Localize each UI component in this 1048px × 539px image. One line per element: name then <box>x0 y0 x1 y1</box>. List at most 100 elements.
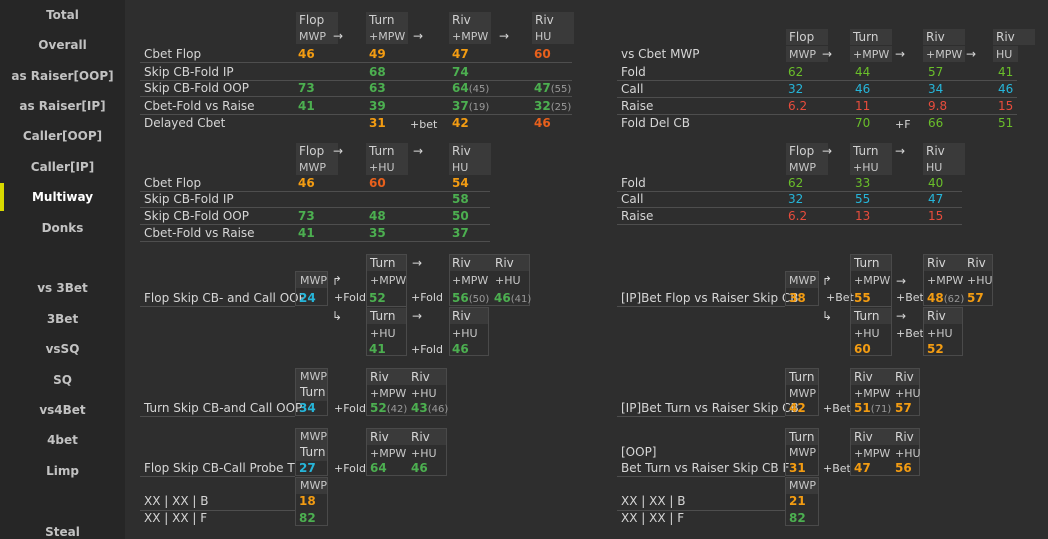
arrow-icon: → <box>333 144 344 158</box>
stat-value: 82 <box>789 511 806 525</box>
sub-header-label: +HU <box>895 447 921 460</box>
arrow-icon: → <box>822 144 833 158</box>
sub-header-label: MWP <box>789 446 817 459</box>
stat-value: 60 <box>534 47 551 61</box>
column-header <box>296 385 327 401</box>
stat-box <box>366 368 447 416</box>
sidebar-item-4bet[interactable]: 4bet <box>47 433 78 447</box>
sub-header-label: HU <box>996 48 1013 61</box>
stat-value: 27 <box>299 461 316 475</box>
arrow-icon: ↳ <box>822 309 833 323</box>
stat-value: 57 <box>928 65 944 79</box>
sub-header-label: +MPW <box>853 48 890 61</box>
sidebar-item-donks[interactable]: Donks <box>41 221 84 235</box>
stat-value: 47 <box>452 47 469 61</box>
stat-box <box>850 254 892 356</box>
column-header <box>367 308 406 324</box>
sub-header-label: MWP <box>299 161 327 174</box>
sub-header-label: +MPW <box>370 274 407 287</box>
stat-value: 37(19) <box>452 99 490 113</box>
column-header-label: Riv <box>411 370 430 384</box>
modifier-label: +Bet <box>823 402 851 415</box>
column-header <box>786 143 828 159</box>
sidebar-item-vs-3bet[interactable]: vs 3Bet <box>37 281 88 295</box>
row-label: Cbet-Fold vs Raise <box>144 99 255 113</box>
sidebar-item-sq[interactable]: SQ <box>53 373 72 387</box>
sidebar-item-overall[interactable]: Overall <box>38 38 87 52</box>
stat-value: 34 <box>928 82 944 96</box>
arrow-icon: → <box>896 274 907 288</box>
row-label: Fold <box>621 65 646 79</box>
sidebar-item-total[interactable]: Total <box>46 8 79 22</box>
sub-header-label: +HU <box>370 327 396 340</box>
stat-value: 11 <box>855 99 871 113</box>
stat-value: 51 <box>998 116 1014 130</box>
column-header <box>449 28 491 44</box>
column-header <box>366 143 408 159</box>
column-header-label: Riv <box>854 370 873 384</box>
sub-header-label: +MPW <box>452 30 489 43</box>
sub-header-label: MWP <box>789 479 817 492</box>
sub-header-label: +HU <box>452 327 478 340</box>
row-divider <box>140 96 572 97</box>
column-header-label: Riv <box>996 30 1015 44</box>
column-header <box>923 29 965 45</box>
row-label: Bet Turn vs Raiser Skip CB F <box>621 461 790 475</box>
stat-value: 44 <box>855 65 871 79</box>
column-header <box>366 28 408 44</box>
row-divider <box>140 207 490 208</box>
sidebar-item-steal[interactable]: Steal <box>45 525 80 539</box>
column-header <box>786 46 828 62</box>
sidebar-item-limp[interactable]: Limp <box>46 464 79 478</box>
arrow-icon: → <box>896 309 907 323</box>
sidebar-item-3bet[interactable]: 3Bet <box>46 312 79 326</box>
column-header-label: Turn <box>369 13 395 27</box>
column-header <box>786 478 818 494</box>
sidebar-item-vs4bet[interactable]: vs4Bet <box>39 403 86 417</box>
row-divider <box>617 114 1017 115</box>
sidebar-item-as-raiser-ip[interactable]: as Raiser[IP] <box>19 99 106 113</box>
stat-value: 73 <box>298 81 315 95</box>
stat-value: 56 <box>895 461 912 475</box>
stat-value: 64 <box>370 461 387 475</box>
sub-header-label: HU <box>452 161 469 174</box>
column-header-label: Turn <box>853 30 879 44</box>
stat-value: 31 <box>369 116 386 130</box>
row-divider <box>140 114 572 115</box>
column-header <box>786 29 828 45</box>
sub-header-label: +HU <box>967 274 993 287</box>
stat-value: 38 <box>789 291 806 305</box>
arrow-icon: ↱ <box>822 274 833 288</box>
column-header-label: Riv <box>535 13 554 27</box>
stat-value: 46 <box>452 342 469 356</box>
row-label: XX | XX | F <box>144 511 208 525</box>
stat-box <box>366 428 447 476</box>
column-header <box>296 159 338 175</box>
stat-value: 55 <box>855 192 871 206</box>
sidebar-item-vssq[interactable]: vsSQ <box>45 342 80 356</box>
sub-header-label: +HU <box>411 387 437 400</box>
sidebar-item-caller-oop[interactable]: Caller[OOP] <box>22 129 103 143</box>
stat-box <box>366 254 407 356</box>
column-header <box>993 29 1035 45</box>
modifier-label: +Bet <box>823 462 851 475</box>
arrow-icon: ↱ <box>332 274 343 288</box>
stat-value: 6.2 <box>788 209 808 223</box>
sidebar-item-caller-ip[interactable]: Caller[IP] <box>30 160 95 174</box>
sub-header-label: HU <box>535 30 552 43</box>
column-header <box>296 12 338 28</box>
column-header-label: Turn <box>300 385 326 399</box>
column-header-label: Turn <box>853 144 879 158</box>
sub-header-label: +MPW <box>854 447 891 460</box>
column-header <box>532 28 574 44</box>
stat-box <box>923 254 993 306</box>
sidebar-item-multiway[interactable]: Multiway <box>0 182 125 212</box>
column-header <box>296 369 327 385</box>
row-divider <box>617 207 962 208</box>
sidebar-item-as-raiser-oop[interactable]: as Raiser[OOP] <box>11 69 114 83</box>
column-header <box>851 308 891 324</box>
stat-value: 46 <box>998 82 1014 96</box>
arrow-icon: → <box>499 29 510 43</box>
stat-value: 82 <box>299 511 316 525</box>
